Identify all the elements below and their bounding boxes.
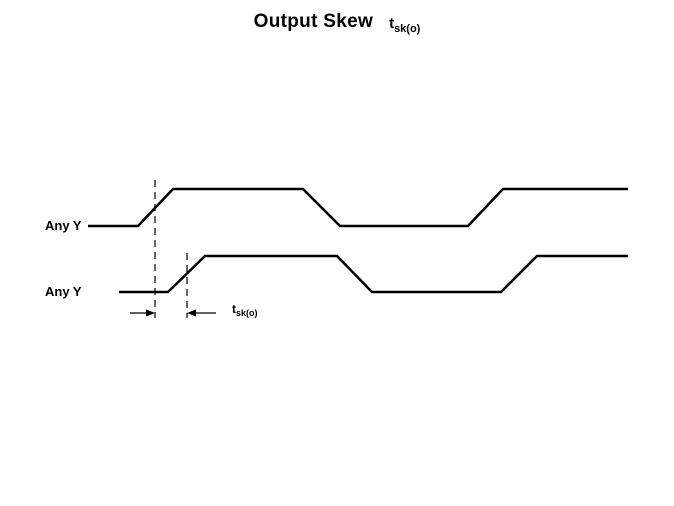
skew-label-subscript: sk(o)	[236, 308, 258, 318]
title-text: Output Skew	[253, 11, 374, 32]
skew-arrowhead-right-icon	[146, 309, 155, 317]
title-symbol: tsk(o)	[389, 16, 420, 37]
waveform-label-2: Any Y	[45, 284, 82, 299]
waveform-label-1: Any Y	[45, 218, 82, 233]
page-title: Output Skew tsk(o)	[0, 11, 674, 37]
waveform-trace-2	[119, 254, 628, 294]
skew-measurement-label: tsk(o)	[232, 302, 258, 320]
waveform-trace-1	[88, 187, 628, 228]
skew-arrowhead-left-icon	[187, 309, 196, 317]
title-symbol-base: t	[389, 15, 395, 32]
title-symbol-subscript: sk(o)	[394, 23, 421, 35]
skew-label-base: t	[232, 302, 236, 316]
